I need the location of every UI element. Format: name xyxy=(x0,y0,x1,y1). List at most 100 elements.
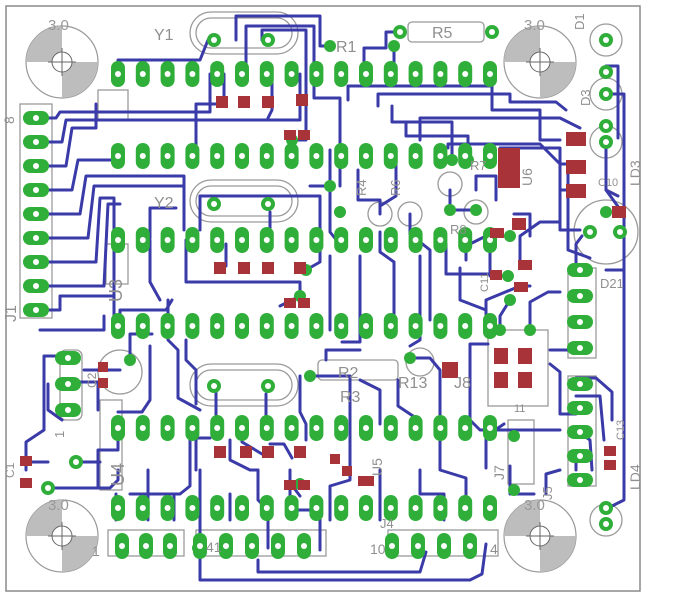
pad-hole xyxy=(189,153,196,159)
pad-hole xyxy=(33,115,39,121)
hole-size-label: 3.0 xyxy=(524,497,545,514)
pad-hole xyxy=(437,425,444,431)
pad-hole xyxy=(313,237,320,243)
pad-hole xyxy=(249,543,255,549)
label-u4: U4 xyxy=(108,463,128,486)
pad-hole xyxy=(73,459,79,465)
pad-hole xyxy=(265,383,271,389)
pad-hole xyxy=(603,139,609,145)
pad-hole xyxy=(214,323,221,329)
pad-hole xyxy=(603,521,609,527)
pad-hole xyxy=(65,355,71,361)
pad-hole xyxy=(189,425,196,431)
mounting-hole-bottom-left: 3.0 xyxy=(25,497,99,573)
hole-size-label: 3.0 xyxy=(48,497,69,514)
label-r3: R3 xyxy=(340,389,361,406)
pad-hole xyxy=(603,69,609,75)
pad-hole xyxy=(412,153,419,159)
pad-hole xyxy=(603,505,609,511)
pad-hole xyxy=(363,425,369,431)
pad-hole xyxy=(387,71,394,77)
pad-hole xyxy=(288,153,295,159)
pad-hole xyxy=(577,405,583,411)
pad-hole xyxy=(263,505,270,511)
pad-hole xyxy=(167,543,173,549)
label-ld3: LD3 xyxy=(627,160,643,186)
pad-hole xyxy=(577,345,583,351)
pad-hole xyxy=(577,267,583,273)
pad-hole xyxy=(412,505,419,511)
mounting-hole-top-left: 3.0 xyxy=(25,17,99,99)
pad-hole xyxy=(288,71,295,77)
label-d21: D21 xyxy=(600,276,624,291)
pad-hole xyxy=(139,505,146,511)
label-n41: 41 xyxy=(206,539,222,555)
pad-hole xyxy=(33,307,39,313)
pad-hole xyxy=(189,71,196,77)
pad-hole xyxy=(45,485,51,491)
pad-hole xyxy=(189,505,196,511)
pad-hole xyxy=(239,153,245,159)
pad-hole xyxy=(263,237,270,243)
pad-hole xyxy=(441,543,447,549)
pad-hole xyxy=(313,323,320,329)
pad-hole xyxy=(265,37,271,43)
pad-hole xyxy=(603,123,609,129)
pad-hole xyxy=(288,237,295,243)
pad-hole xyxy=(115,153,121,159)
label-ld4: LD4 xyxy=(627,464,643,490)
pad-hole xyxy=(412,425,419,431)
pad-hole xyxy=(189,323,196,329)
label-y2: Y2 xyxy=(154,195,174,212)
label-u5: U5 xyxy=(369,458,385,476)
label-c11: C11 xyxy=(479,273,491,292)
label-c13: C13 xyxy=(615,420,627,440)
pad-hole xyxy=(338,237,345,243)
label-r8: R8 xyxy=(450,222,467,237)
pad-hole xyxy=(115,323,121,329)
pad-hole xyxy=(239,505,245,511)
label-r7: R7 xyxy=(470,158,487,173)
label-r13: R13 xyxy=(398,375,427,392)
pad-hole xyxy=(487,505,493,511)
label-r4: R4 xyxy=(354,179,369,196)
pad-hole xyxy=(115,425,121,431)
pad-hole xyxy=(288,323,295,329)
pad-hole xyxy=(33,187,39,193)
label-y1: Y1 xyxy=(154,27,174,44)
pad-hole xyxy=(437,323,444,329)
label-u6: U6 xyxy=(519,168,535,186)
pad-hole xyxy=(363,153,369,159)
pad-hole xyxy=(462,505,469,511)
pad-hole xyxy=(164,323,171,329)
pad-hole xyxy=(214,237,221,243)
pad-hole xyxy=(389,543,395,549)
pad-hole xyxy=(115,237,121,243)
pad-hole xyxy=(363,237,369,243)
pad-hole xyxy=(214,153,221,159)
pad-hole xyxy=(239,323,245,329)
pad-hole xyxy=(412,323,419,329)
pad-hole xyxy=(363,71,369,77)
label-c1: C1 xyxy=(3,462,17,478)
pad-hole xyxy=(338,153,345,159)
pad-hole xyxy=(462,71,469,77)
pad-hole xyxy=(603,91,609,97)
vias xyxy=(62,26,612,554)
pad-hole xyxy=(139,71,146,77)
pad-hole xyxy=(387,237,394,243)
pad-hole xyxy=(263,323,270,329)
label-n4: 4 xyxy=(490,541,498,557)
pad-hole xyxy=(164,237,171,243)
pad-hole xyxy=(387,505,394,511)
pad-hole xyxy=(139,425,146,431)
pad-hole xyxy=(363,323,369,329)
label-r1: R1 xyxy=(336,39,357,56)
pad-hole xyxy=(577,319,583,325)
pad-hole xyxy=(33,163,39,169)
label-j8: J8 xyxy=(454,375,471,392)
label-n8: 8 xyxy=(1,116,17,124)
pad-hole xyxy=(387,323,394,329)
mounting-hole-top-right: 3.0 xyxy=(503,17,577,99)
